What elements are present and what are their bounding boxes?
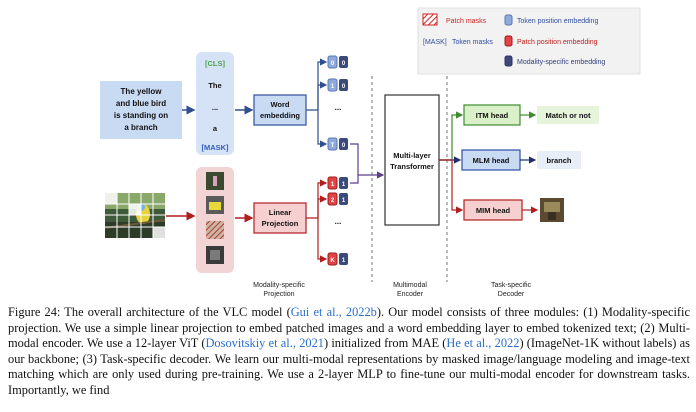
linear-projection-box: Linear Projection — [253, 202, 307, 234]
image-embed-chip: K 1 — [327, 252, 348, 266]
input-text-line-4: a branch — [124, 123, 157, 132]
legend-mask-tag: [MASK] — [423, 39, 447, 46]
word-embedding-box: Word embedding — [253, 94, 307, 126]
projection-label-line-2: Projection — [263, 291, 294, 298]
svg-text:T: T — [331, 143, 335, 149]
multilayer-transformer-box: Multi-layer Transformer — [384, 94, 440, 226]
encoder-label-line-1: Multimodal — [393, 282, 427, 289]
input-image — [104, 193, 166, 238]
mlm-head: MLM head — [461, 149, 521, 171]
token-column: [CLS] The ... a [MASK] — [196, 52, 234, 155]
citation-he-2022[interactable]: He et al., 2022 — [446, 336, 520, 351]
caption-text-2: ). Our model consists of three modules: … — [8, 305, 690, 351]
svg-text:0: 0 — [342, 84, 346, 90]
svg-text:MLM head: MLM head — [473, 156, 510, 165]
caption-text-1: The overall architecture of the VLC mode… — [60, 305, 291, 319]
itm-output: Match or not — [537, 106, 599, 124]
token-the: The — [208, 81, 221, 90]
svg-text:1: 1 — [342, 258, 346, 264]
token-ellipsis: ... — [212, 103, 218, 112]
caption-text-4: ) (ImageNet-1K without labels) as our ba… — [8, 336, 690, 397]
token-cls: [CLS] — [205, 59, 225, 68]
projection-label-line-1: Modality-specific — [253, 282, 305, 289]
section-labels: Modality-specific Projection Multimodal … — [253, 282, 531, 298]
text-embed-chip: T 0 — [327, 137, 348, 151]
svg-text:MIM head: MIM head — [476, 206, 511, 215]
svg-text:branch: branch — [546, 156, 571, 165]
token-mask: [MASK] — [201, 143, 229, 152]
legend: Patch masks [MASK] Token masks Token pos… — [417, 7, 641, 75]
patch-position-swatch — [504, 35, 513, 47]
figure-caption: Figure 24: The overall architecture of t… — [8, 305, 690, 399]
image-embed-chip: 2 1 — [327, 192, 348, 206]
vlc-architecture-figure: Patch masks [MASK] Token masks Token pos… — [100, 7, 641, 298]
text-embed-chip: 1 0 — [327, 78, 348, 92]
svg-text:1: 1 — [331, 182, 335, 188]
svg-text:2: 2 — [331, 198, 335, 204]
caption-label: Figure 24: — [8, 305, 61, 319]
svg-text:1: 1 — [331, 84, 335, 90]
svg-text:Match or not: Match or not — [546, 111, 591, 120]
text-embed-ellipsis: ... — [335, 103, 342, 112]
legend-patch-masks: Patch masks — [446, 18, 487, 25]
legend-token-masks: Token masks — [452, 39, 493, 46]
modality-specific-swatch — [504, 55, 513, 67]
word-embedding-line-1: Word — [270, 100, 289, 109]
input-text-line-1: The yellow — [121, 87, 163, 96]
citation-gui-2022b[interactable]: Gui et al., 2022b — [290, 305, 377, 319]
image-embed-chip: 1 1 — [327, 176, 348, 190]
token-a: a — [213, 124, 218, 133]
decoder-label-line-1: Task-specific — [491, 282, 532, 289]
linear-projection-line-1: Linear — [269, 208, 292, 217]
text-embed-chip: 0 0 — [327, 55, 348, 69]
mim-output-patch — [540, 198, 564, 222]
input-text-line-2: and blue bird — [116, 99, 166, 108]
patch-mask-swatch — [422, 13, 438, 26]
itm-head: ITM head — [463, 104, 521, 126]
encoder-line-2: Transformer — [390, 162, 434, 171]
svg-text:ITM head: ITM head — [476, 111, 509, 120]
svg-text:0: 0 — [342, 61, 346, 67]
input-text-line-3: is standing on — [114, 111, 168, 120]
text-embedding-chips: 0 0 1 0 ... T 0 — [327, 55, 348, 151]
encoder-line-1: Multi-layer — [393, 151, 431, 160]
linear-projection-line-2: Projection — [262, 219, 299, 228]
citation-dosovitskiy-2021[interactable]: Dosovitskiy et al., 2021 — [205, 336, 324, 351]
token-position-swatch — [504, 14, 513, 26]
image-embed-ellipsis: ... — [335, 217, 342, 226]
svg-text:0: 0 — [331, 61, 335, 67]
svg-text:0: 0 — [342, 143, 346, 149]
svg-text:1: 1 — [342, 198, 346, 204]
legend-modality-specific: Modality-specific embedding — [517, 59, 605, 66]
encoder-label-line-2: Encoder — [397, 291, 424, 298]
patch-column — [196, 167, 234, 273]
word-embedding-line-2: embedding — [260, 111, 300, 120]
image-embedding-chips: 1 1 2 1 ... K 1 — [327, 176, 348, 266]
decoder-label-line-2: Decoder — [498, 291, 525, 298]
mlm-output: branch — [537, 151, 581, 169]
legend-token-position: Token position embedding — [517, 18, 598, 25]
svg-text:1: 1 — [342, 182, 346, 188]
svg-text:K: K — [330, 258, 335, 264]
legend-patch-position: Patch position embedding — [517, 39, 598, 46]
mim-head: MIM head — [463, 199, 523, 221]
caption-text-3: ) initialized from MAE ( — [323, 336, 447, 351]
input-text-box: The yellow and blue bird is standing on … — [100, 81, 182, 139]
